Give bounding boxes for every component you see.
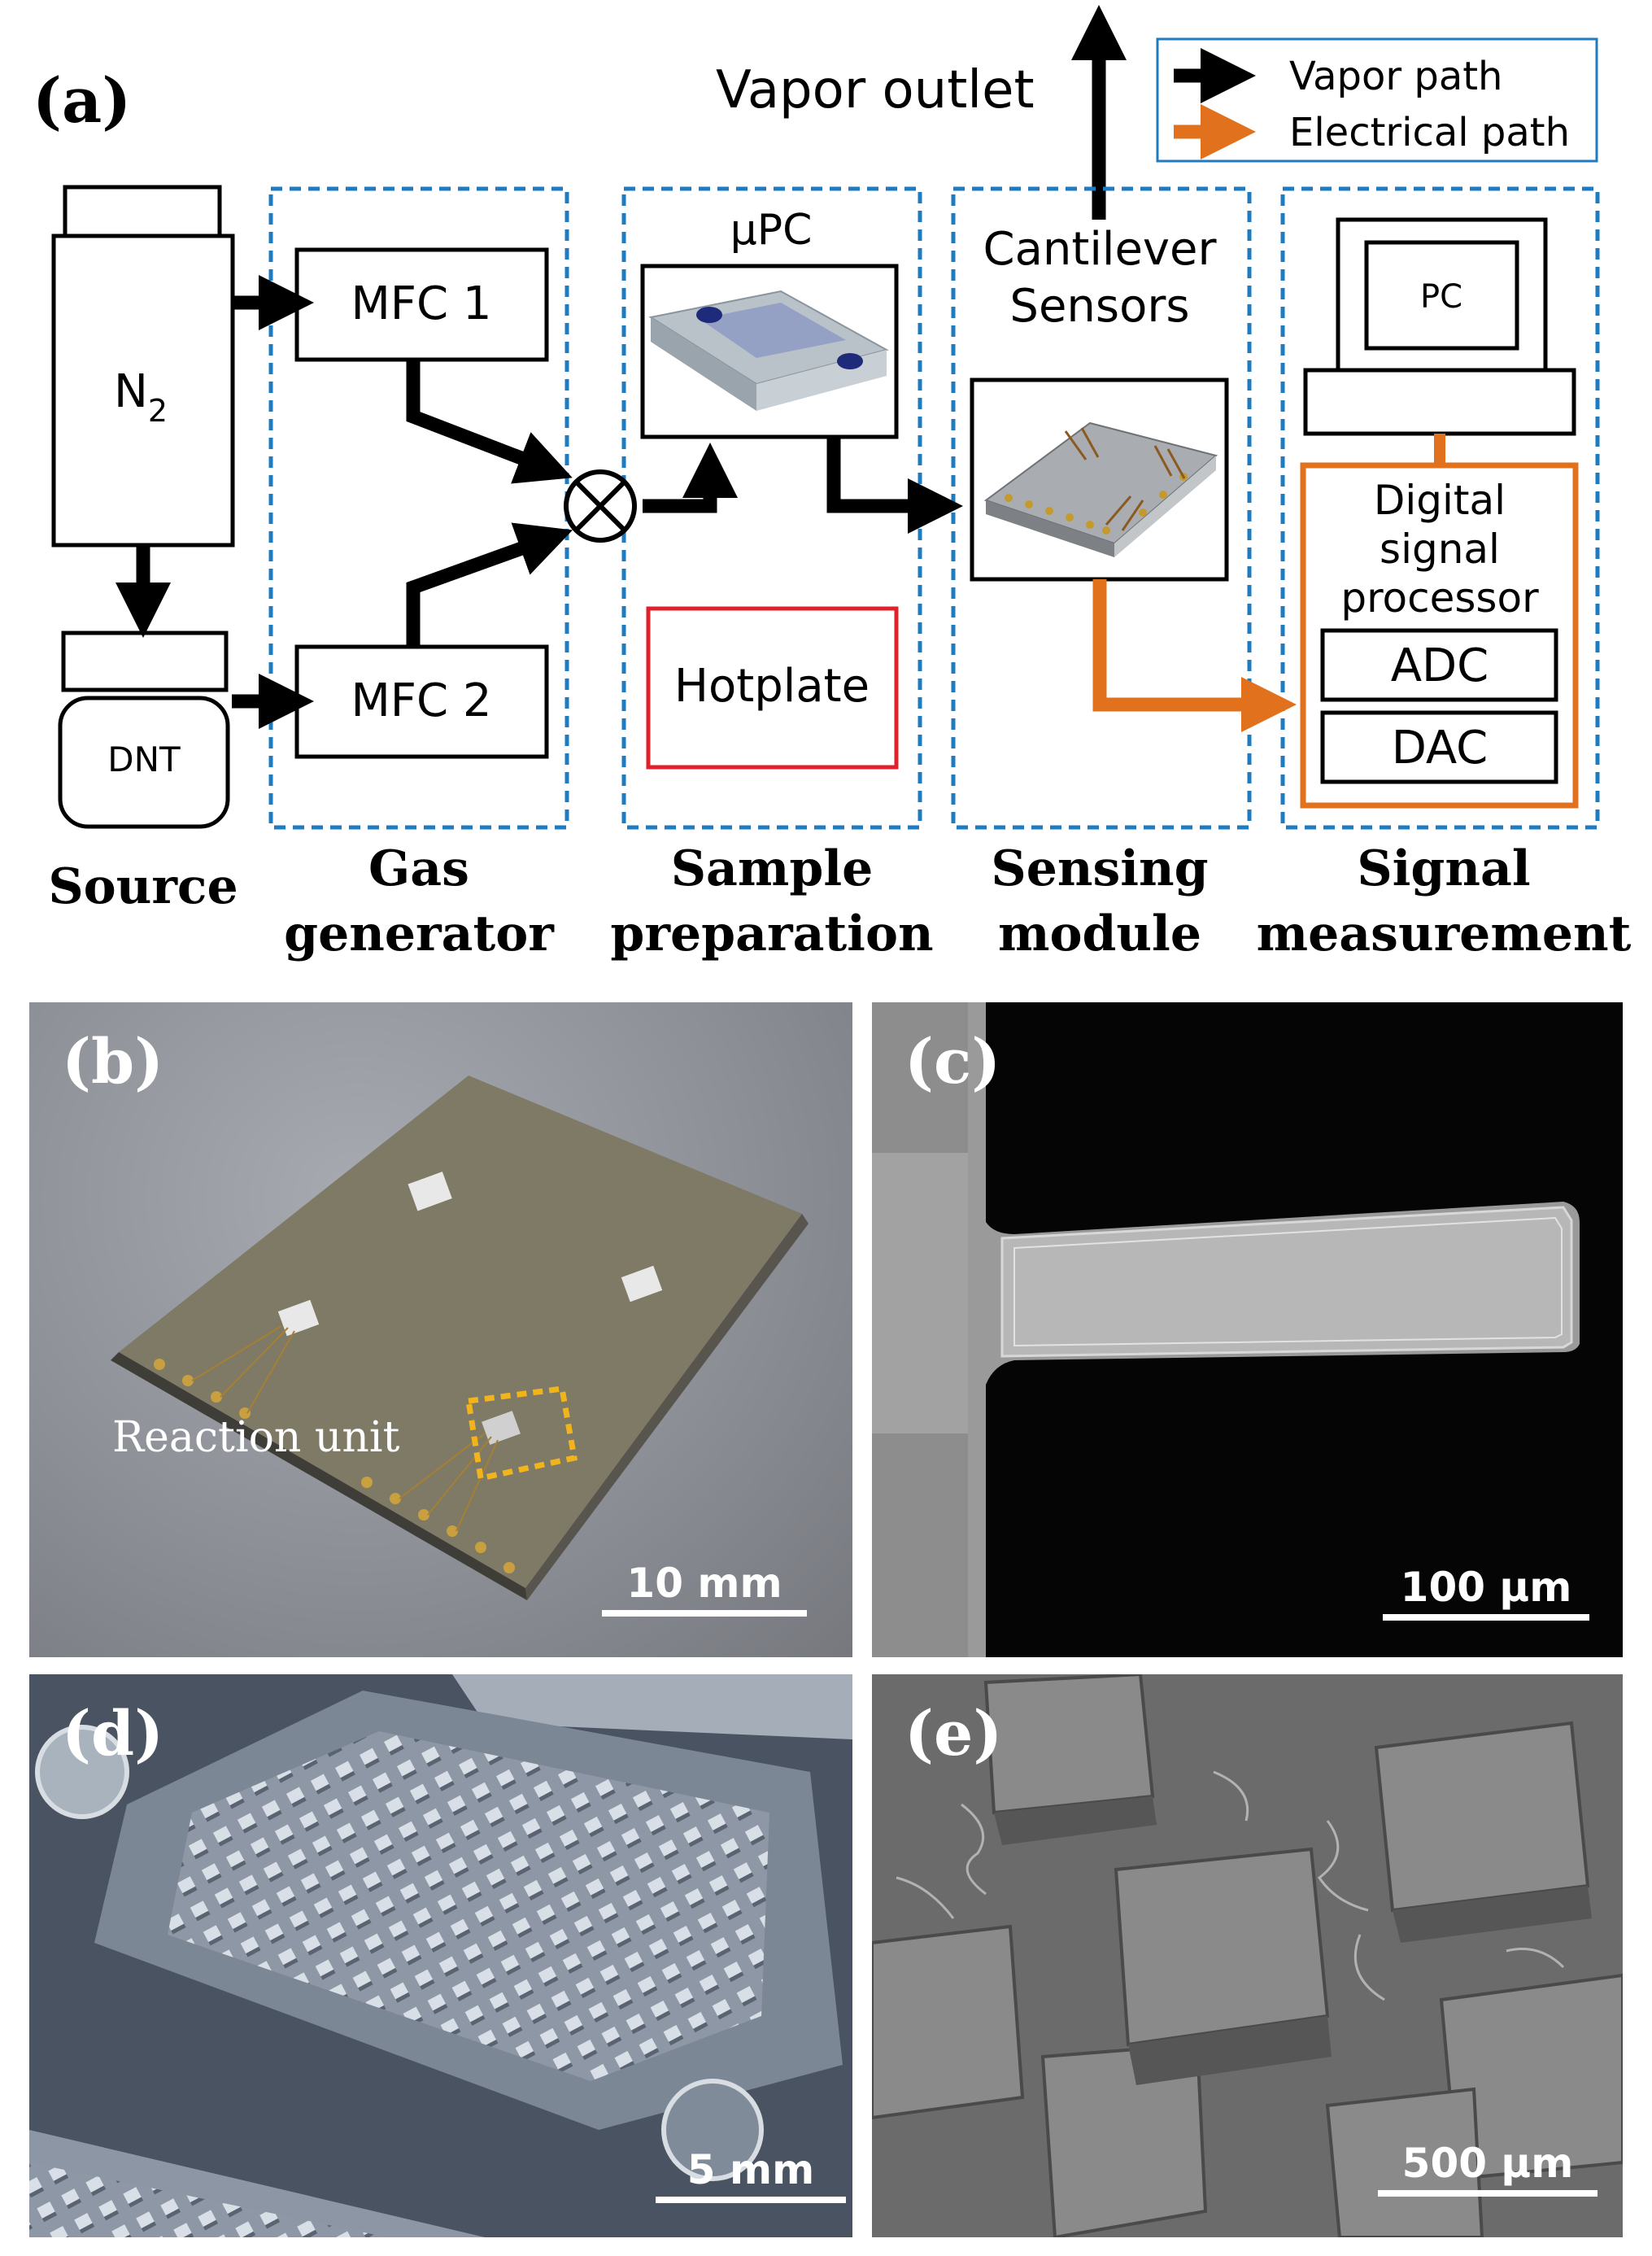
legend: Vapor path Electrical path (1156, 37, 1598, 163)
scale-bar-b-text: 10 mm (626, 1560, 782, 1607)
dnt-container (58, 631, 230, 829)
stage-sample-line2: preparation (610, 905, 933, 962)
electrical-path-arrow (1092, 579, 1297, 732)
sensor-chip-photo (111, 1076, 809, 1600)
dnt-label: DNT (107, 740, 181, 779)
stage-gas-line1: Gas (368, 840, 469, 897)
mixer-icon (564, 469, 637, 543)
stage-signal-line2: measurement (1257, 905, 1632, 962)
reaction-unit-label: Reaction unit (112, 1413, 400, 1462)
adc-label: ADC (1391, 639, 1489, 692)
dac-label: DAC (1392, 722, 1489, 775)
module-borders (268, 186, 1600, 830)
dac-box (1320, 710, 1558, 784)
n2-label: N2 (114, 365, 168, 429)
pc-label: PC (1420, 278, 1462, 316)
legend-electrical-label: Electrical path (1289, 110, 1570, 155)
scale-bar-e: 500 µm (1378, 2140, 1598, 2197)
hotplate-box (646, 606, 899, 770)
legend-vapor-label: Vapor path (1289, 54, 1502, 99)
panel-d-photo: (d) 5 mm (29, 1674, 852, 2237)
adc-box (1320, 628, 1558, 702)
pillars-sem (872, 1674, 1623, 2237)
sensor-chip-illustration (983, 421, 1218, 557)
scale-bar-d-text: 5 mm (687, 2146, 815, 2193)
panel-e-label: (e) (904, 1697, 1003, 1769)
panel-b-label: (b) (62, 1025, 164, 1097)
scale-bar-b: 10 mm (602, 1560, 807, 1617)
panel-a-label: (a) (33, 64, 131, 137)
pc-monitor (1303, 217, 1576, 436)
signal-measurement-module (1280, 186, 1600, 830)
scale-bar-e-line (1378, 2190, 1598, 2197)
stage-sensing-line1: Sensing (991, 840, 1208, 897)
panel-e-sem: (e) 500 µm (872, 1674, 1623, 2237)
stage-signal-line1: Signal (1357, 840, 1530, 897)
scale-bar-c: 100 µm (1383, 1564, 1589, 1621)
system-schematic: (a) Vapor outlet Vapor path Electrical p… (33, 5, 1632, 962)
dsp-label-line1: Digital (1374, 477, 1506, 524)
upc-label: µPC (730, 206, 813, 255)
scale-bar-d: 5 mm (656, 2146, 846, 2203)
scale-bar-e-text: 500 µm (1401, 2140, 1574, 2187)
scale-bar-d-line (656, 2197, 846, 2203)
dsp-label-line3: processor (1340, 574, 1539, 622)
cantilever-sem (872, 1002, 1580, 1657)
mfc2-label: MFC 2 (351, 674, 491, 727)
upc-photo (29, 1674, 852, 2237)
cantilever-label-line1: Cantilever (983, 223, 1217, 276)
hotplate-label: Hotplate (674, 660, 870, 713)
vapor-outlet-label: Vapor outlet (716, 60, 1035, 120)
panel-d-label: (d) (62, 1697, 164, 1769)
dsp-label-line2: signal (1380, 526, 1500, 573)
cantilever-label-line2: Sensors (1009, 280, 1189, 333)
stage-gas-line2: generator (284, 905, 555, 962)
panel-b-photo: (b) Reaction unit 10 mm (29, 1002, 852, 1657)
scale-bar-b-line (602, 1610, 807, 1617)
reaction-unit-highlight (464, 1385, 578, 1482)
stage-source-label: Source (48, 858, 238, 915)
mfc1-label: MFC 1 (351, 277, 491, 330)
upc-chip-illustration (648, 290, 889, 411)
panel-c-sem: (c) 100 µm (872, 1002, 1623, 1657)
panel-c-label: (c) (904, 1025, 1001, 1097)
scale-bar-c-line (1383, 1614, 1589, 1621)
stage-sample-line1: Sample (671, 840, 874, 897)
scale-bar-c-text: 100 µm (1400, 1564, 1572, 1611)
vapor-path-arrows (116, 275, 963, 729)
stage-sensing-line2: module (998, 905, 1201, 962)
